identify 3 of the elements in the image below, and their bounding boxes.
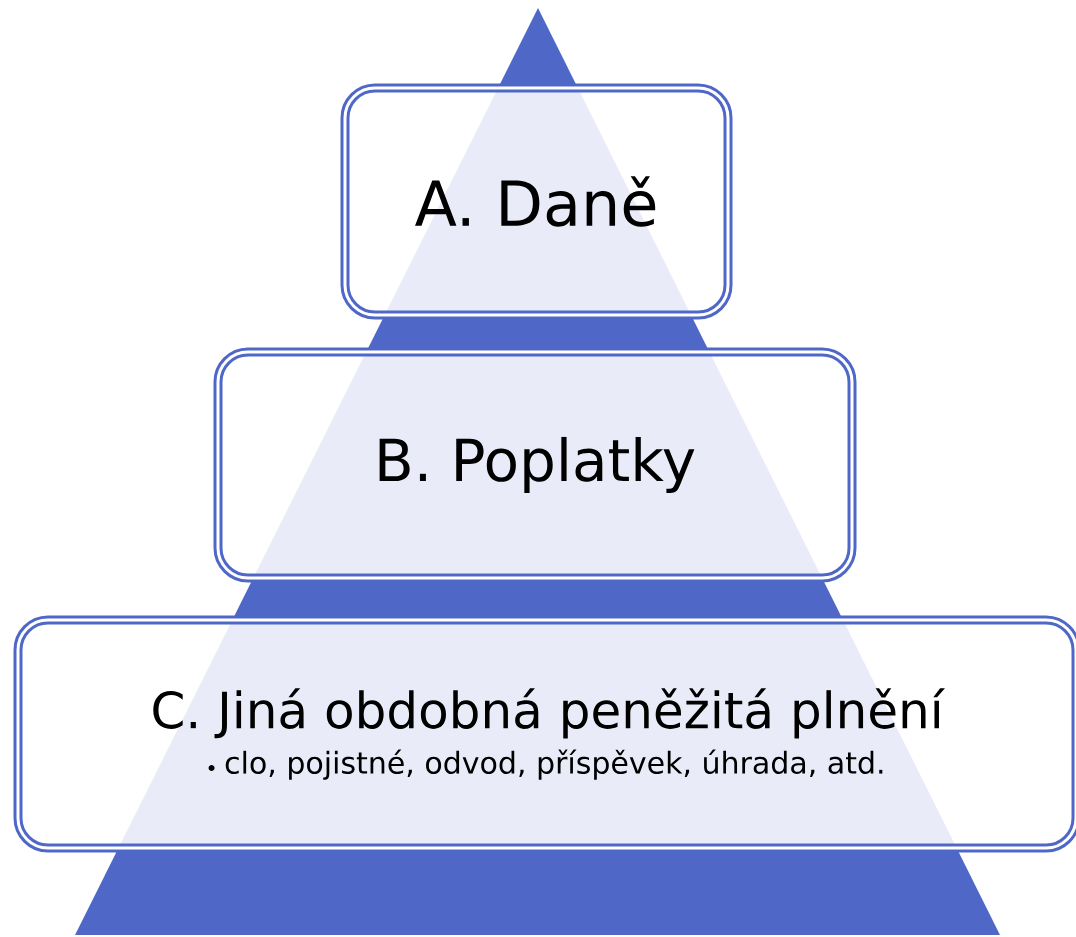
tier-box: A. Daně xyxy=(340,83,733,320)
tier-box: B. Poplatky xyxy=(213,347,857,583)
tier-box: C. Jiná obdobná peněžitá plnění clo, pojistné, odvod, příspěvek, úhrada, atd. xyxy=(13,615,1076,853)
